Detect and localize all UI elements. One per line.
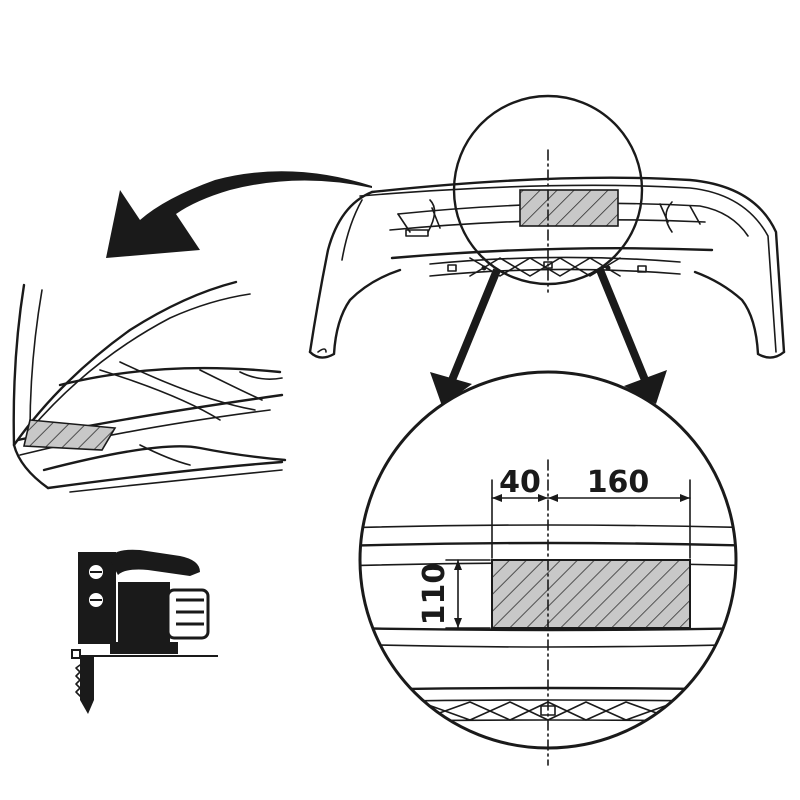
cutout-area-car [23,419,117,451]
dimension-110: 110 [417,563,452,626]
down-arrow-icon [430,268,667,406]
detail-marker-circle [452,94,644,286]
zoomed-detail: 40 160 110 [358,370,738,766]
curved-arrow-icon [106,171,372,258]
dimension-40: 40 [499,465,541,500]
cutout-area-small [519,189,619,227]
cutout-area-detail [491,559,691,629]
car-rear-view [12,280,287,493]
jigsaw-icon [71,549,218,714]
dimension-160: 160 [587,465,650,500]
rear-bumper [308,94,786,359]
